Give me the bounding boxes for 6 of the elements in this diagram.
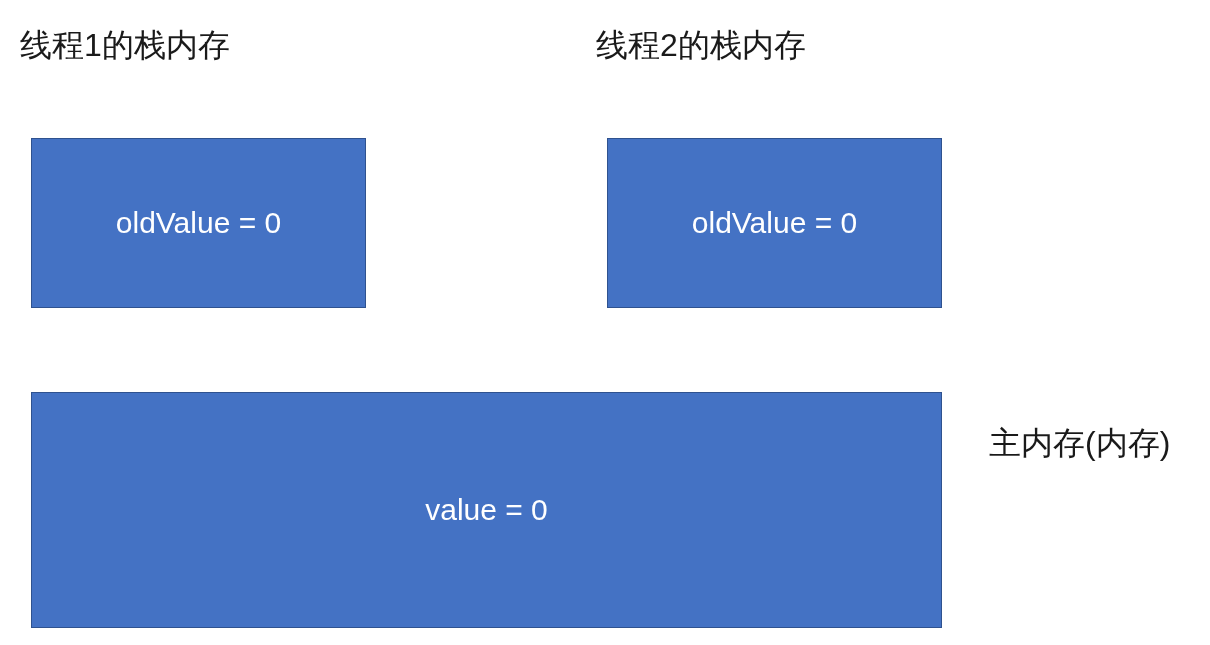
memory-box: oldValue = 0 — [31, 138, 366, 308]
memory-box: value = 0 — [31, 392, 942, 628]
memory-box: oldValue = 0 — [607, 138, 942, 308]
heading: 线程1的栈内存 — [20, 26, 230, 65]
memory-label: 主内存(内存) — [989, 424, 1171, 463]
heading: 线程2的栈内存 — [596, 26, 806, 65]
